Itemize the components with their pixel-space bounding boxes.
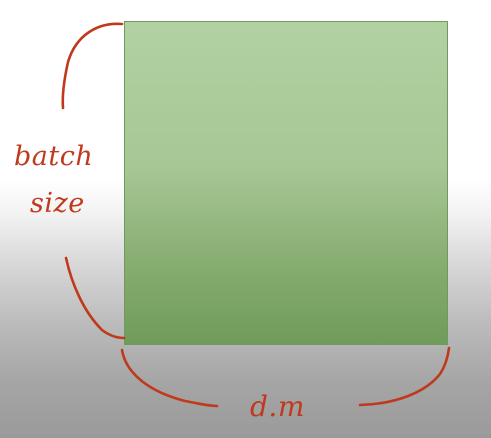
bottom-bracket-left [120,348,219,408]
batch-size-label-line1: batch [14,141,94,172]
bottom-bracket-right [358,346,451,407]
left-bracket-upper [61,22,124,110]
dim-label: d.m [250,390,305,423]
batch-size-label-line2: size [30,188,85,219]
matrix-rectangle [124,21,448,345]
left-bracket-lower [64,256,126,340]
